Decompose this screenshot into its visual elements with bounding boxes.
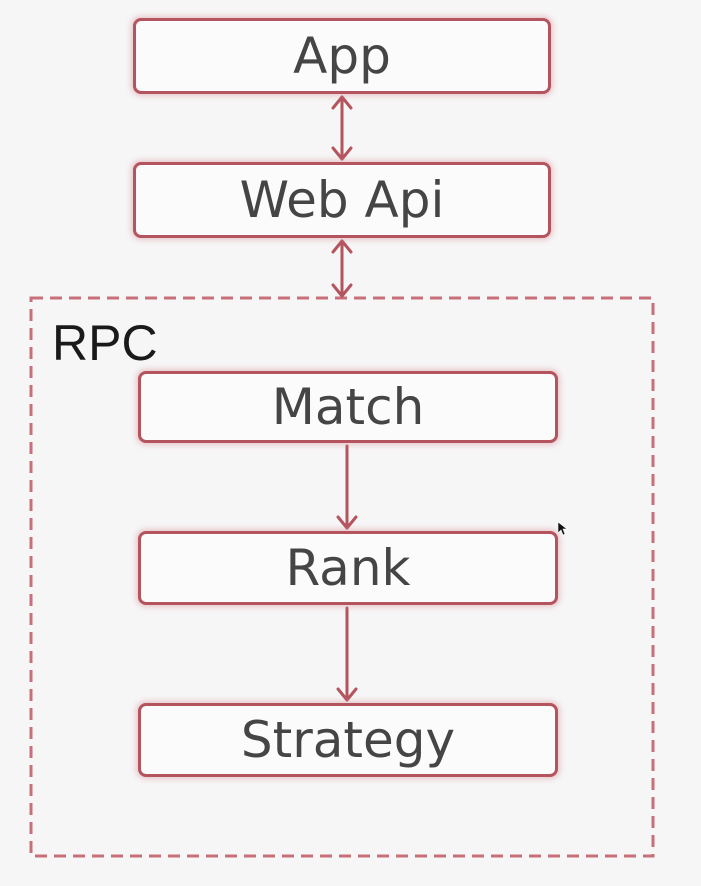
node-rank-label: Rank bbox=[285, 539, 411, 597]
node-app-label: App bbox=[293, 27, 391, 85]
node-strategy-label: Strategy bbox=[240, 711, 456, 769]
node-web-api: Web Api bbox=[133, 162, 551, 238]
edge-match-rank bbox=[336, 444, 358, 530]
node-web-api-label: Web Api bbox=[239, 171, 445, 229]
edge-webapi-rpc bbox=[331, 239, 353, 298]
node-rank: Rank bbox=[138, 531, 558, 605]
node-match-label: Match bbox=[271, 378, 425, 436]
node-strategy: Strategy bbox=[138, 703, 558, 777]
node-app: App bbox=[133, 18, 551, 94]
node-match: Match bbox=[138, 371, 558, 443]
mouse-pointer-icon bbox=[558, 522, 568, 536]
rpc-group-label: RPC bbox=[52, 315, 158, 371]
edge-rank-strategy bbox=[336, 606, 358, 702]
edge-app-webapi bbox=[331, 95, 353, 161]
rpc-group-boundary bbox=[29, 296, 655, 858]
